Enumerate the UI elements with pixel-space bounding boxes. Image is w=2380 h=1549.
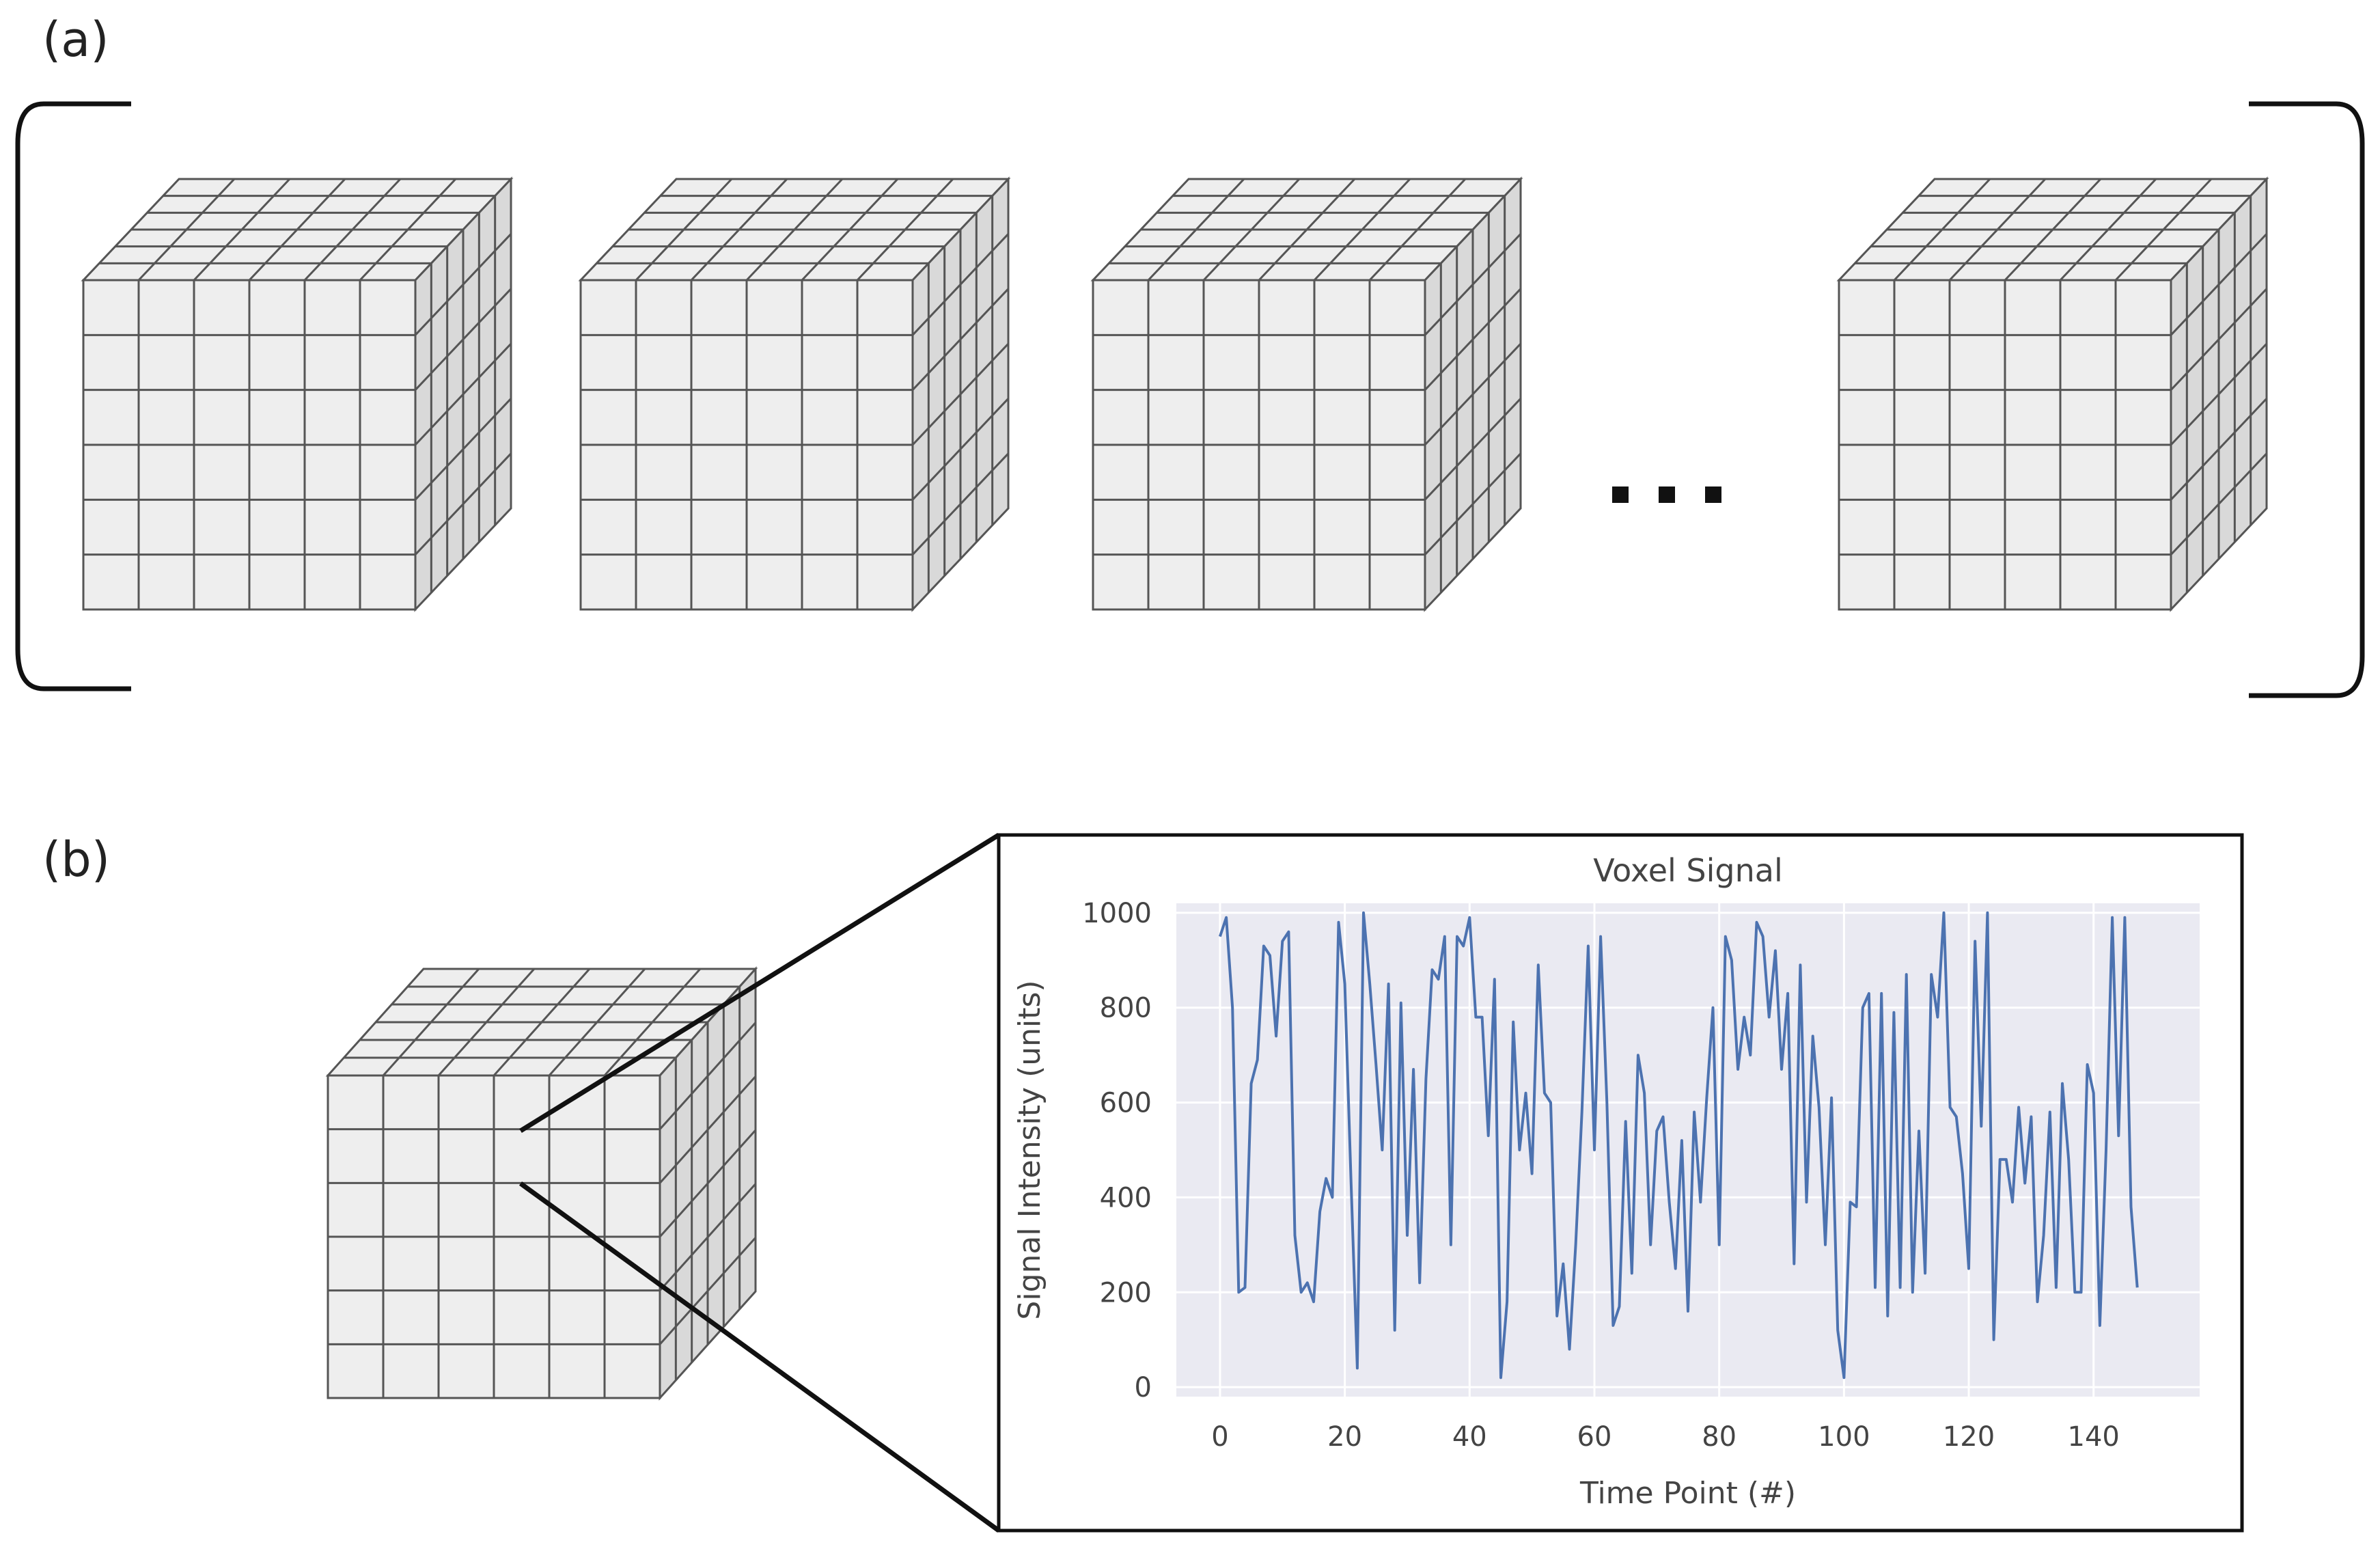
y-tick-label: 800: [1100, 993, 1152, 1024]
volume-2: [578, 176, 1011, 612]
x-tick-label: 40: [1452, 1421, 1487, 1453]
y-tick-label: 200: [1100, 1277, 1152, 1308]
voxel-grid: [1093, 178, 1522, 609]
bracket-left: [15, 101, 131, 691]
y-axis-label: Signal Intensity (units): [1012, 980, 1047, 1319]
voxel-grid: [1839, 178, 2268, 609]
y-tick-label: 400: [1100, 1182, 1152, 1214]
volume-last: [1836, 176, 2269, 612]
zoom-lines: [518, 833, 1001, 1533]
volume-1: [81, 176, 514, 612]
y-tick-label: 600: [1100, 1088, 1152, 1119]
single-volume: [325, 966, 758, 1401]
ellipsis: [1612, 486, 1721, 503]
panel-b-label: (b): [42, 832, 110, 888]
voxel-grid: [328, 968, 757, 1398]
x-tick-label: 80: [1702, 1421, 1736, 1453]
chart-title: Voxel Signal: [1593, 852, 1782, 889]
voxel-signal-chart: 0 200 400 600 800 1000 0 20 40 60 80 100 120 140 Voxe…: [997, 833, 2244, 1533]
x-tick-label: 0: [1211, 1421, 1228, 1453]
series-layer: [1219, 911, 2139, 1380]
x-tick-label: 140: [2068, 1421, 2120, 1453]
bracket-right: [2249, 101, 2365, 698]
grid-lines: [1176, 903, 2200, 1397]
signal-series-line: [1219, 911, 2139, 1380]
x-tick-label: 20: [1327, 1421, 1362, 1453]
voxel-grid: [83, 178, 512, 609]
volume-3: [1090, 176, 1523, 612]
y-tick-label: 0: [1135, 1372, 1152, 1403]
tick-labels: 0 200 400 600 800 1000 0 20 40 60 80 100 120 140: [1082, 898, 2120, 1453]
panel-a-label: (a): [42, 12, 109, 68]
x-tick-label: 120: [1943, 1421, 1995, 1453]
plot-area: [1176, 903, 2200, 1397]
voxel-grid: [581, 178, 1010, 609]
x-axis-label: Time Point (#): [1579, 1476, 1796, 1511]
x-tick-label: 60: [1577, 1421, 1612, 1453]
y-tick-label: 1000: [1082, 898, 1152, 929]
x-tick-label: 100: [1818, 1421, 1870, 1453]
